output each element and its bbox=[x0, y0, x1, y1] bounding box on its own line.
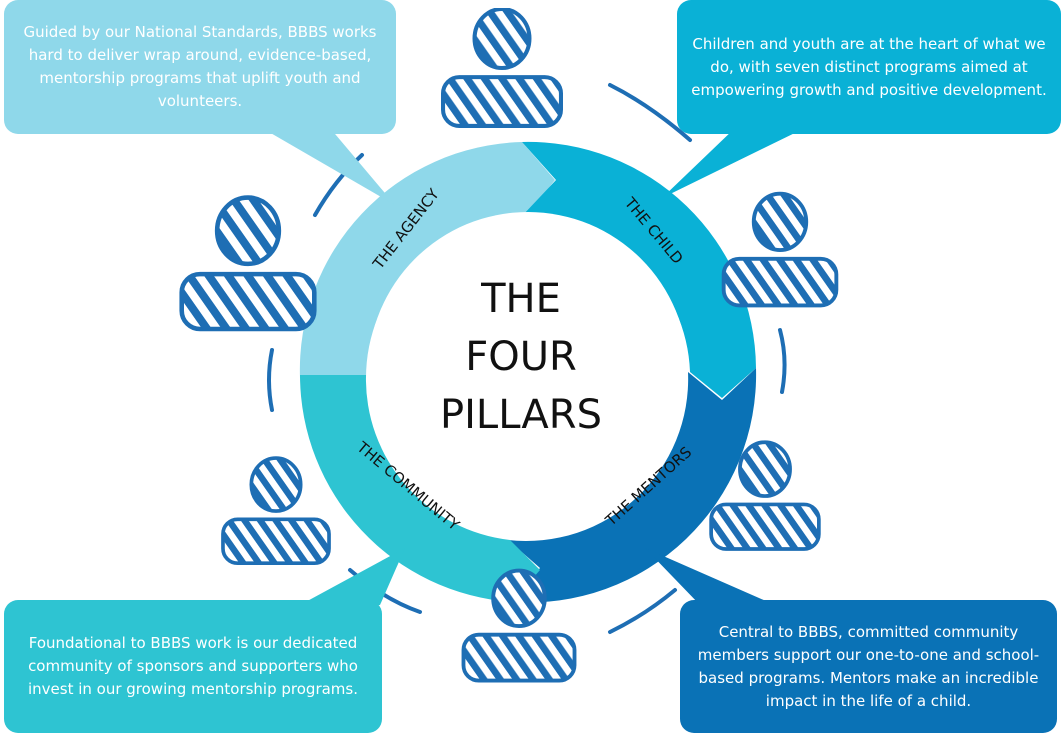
callout-child: Children and youth are at the heart of w… bbox=[677, 0, 1061, 134]
center-circle bbox=[368, 212, 688, 532]
center-title-line2: FOUR bbox=[465, 334, 577, 380]
callout-community-text: Foundational to BBBS work is our dedicat… bbox=[27, 634, 359, 698]
callout-pointers bbox=[262, 128, 805, 605]
pillars-ring bbox=[299, 141, 757, 603]
person-icon bbox=[443, 9, 561, 126]
person-icon bbox=[182, 198, 315, 329]
callout-child-text: Children and youth are at the heart of w… bbox=[691, 34, 1047, 99]
callout-agency-text: Guided by our National Standards, BBBS w… bbox=[23, 23, 377, 110]
segment-mentors bbox=[508, 368, 757, 603]
callout-mentors: Central to BBBS, committed community mem… bbox=[680, 600, 1057, 733]
callout-mentors-text: Central to BBBS, committed community mem… bbox=[697, 622, 1040, 710]
segment-agency bbox=[299, 142, 555, 378]
center-title-line1: THE bbox=[481, 276, 561, 322]
segment-community bbox=[300, 375, 540, 602]
callout-community: Foundational to BBBS work is our dedicat… bbox=[4, 600, 382, 733]
segment-child bbox=[522, 141, 756, 398]
center-title-line3: PILLARS bbox=[440, 392, 602, 438]
person-icon bbox=[724, 194, 837, 306]
person-icon bbox=[223, 458, 329, 563]
callout-agency: Guided by our National Standards, BBBS w… bbox=[4, 0, 396, 134]
center-title: THE FOUR PILLARS bbox=[411, 270, 631, 444]
